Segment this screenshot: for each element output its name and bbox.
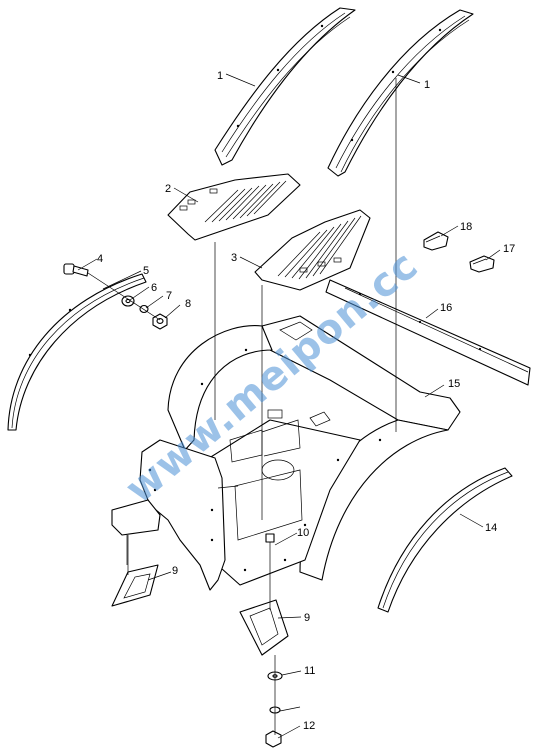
- nut-12: [265, 730, 282, 748]
- mudguard-right: [377, 467, 513, 613]
- callout-6: 6: [151, 282, 157, 294]
- bolt-10: [265, 533, 275, 560]
- mount-pad-9-left: [111, 564, 159, 607]
- mudguard-left: [7, 273, 147, 431]
- callout-12: 12: [303, 720, 315, 732]
- rubber-strip-16: [325, 279, 531, 386]
- callout-10: 10: [297, 527, 309, 539]
- callout-9a: 9: [172, 565, 178, 577]
- callout-4: 4: [97, 253, 103, 265]
- cab-frame-15: [111, 315, 461, 591]
- hardware-bolt: [63, 263, 89, 277]
- fender-trim-left: [214, 7, 356, 166]
- clip-17: [469, 255, 495, 273]
- callout-1b: 1: [424, 79, 430, 91]
- callout-17: 17: [503, 243, 515, 255]
- floor-mat-left: [167, 173, 301, 241]
- callout-2: 2: [165, 183, 171, 195]
- hardware-nut-8: [152, 313, 168, 330]
- callout-7: 7: [166, 290, 172, 302]
- callout-9b: 9: [304, 612, 310, 624]
- callout-8: 8: [185, 298, 191, 310]
- callout-3: 3: [231, 252, 237, 264]
- floor-mat-right: [254, 209, 371, 291]
- clip-18: [423, 231, 449, 251]
- callouts: 1 1 2 3 4 5 6 7 8 9 9 10 11 12 14 15 16 …: [97, 70, 515, 732]
- callout-16: 16: [440, 302, 452, 314]
- callout-1a: 1: [217, 70, 223, 82]
- callout-leaders: [77, 73, 501, 739]
- callout-15: 15: [448, 378, 460, 390]
- mount-pad-9-right: [239, 599, 289, 656]
- callout-11: 11: [304, 665, 315, 677]
- callout-5: 5: [143, 265, 149, 277]
- hardware-washer-6: [121, 295, 135, 307]
- fender-trim-right: [327, 9, 474, 177]
- callout-14: 14: [485, 522, 497, 534]
- assembly-lines: [87, 78, 397, 735]
- callout-18: 18: [460, 221, 472, 233]
